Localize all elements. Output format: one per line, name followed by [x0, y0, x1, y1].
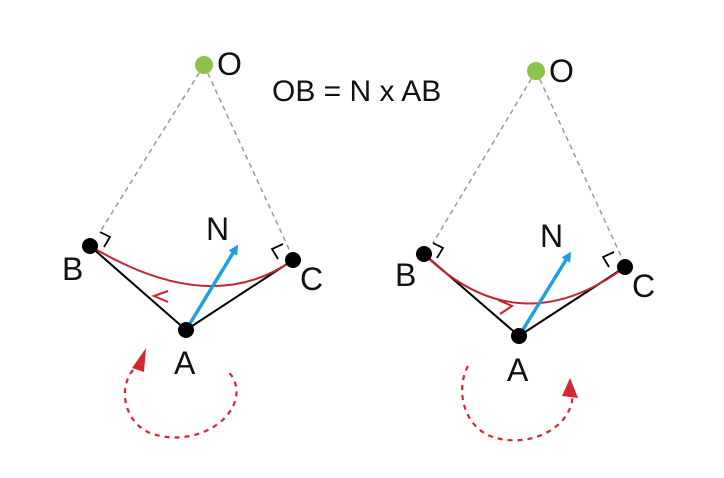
left-label-N: N	[206, 211, 229, 247]
left-label-O: O	[217, 46, 242, 82]
right-right-angle-C	[601, 251, 615, 268]
right-label-O: O	[549, 53, 574, 89]
right-label-A: A	[507, 352, 529, 388]
right-normal-arrow	[517, 251, 572, 337]
right-point-A	[511, 328, 527, 344]
left-arc-arrowhead	[151, 290, 169, 303]
right-arc-path	[424, 254, 625, 305]
right-point-C	[617, 259, 633, 275]
right-label-C: C	[632, 268, 655, 304]
left-guide-OC	[203, 64, 290, 250]
left-normal-arrow	[184, 244, 239, 331]
left-label-C: C	[300, 261, 323, 297]
right-diagram: O B C A N	[395, 53, 655, 442]
right-point-B	[416, 246, 432, 262]
left-label-B: B	[62, 251, 83, 287]
left-segment-AB	[89, 245, 187, 331]
left-point-A	[178, 322, 194, 338]
right-rotation-arrowhead	[562, 378, 578, 398]
right-guide-OC	[535, 70, 622, 257]
left-point-B	[82, 238, 98, 254]
left-point-C	[285, 252, 301, 268]
left-guide-OB	[99, 64, 205, 233]
left-arc-path	[91, 246, 294, 288]
right-arc-arrowhead	[497, 299, 515, 315]
left-rotation-arrow	[123, 369, 238, 439]
formula-text: OB = N x AB	[272, 75, 441, 108]
right-rotation-arrow	[461, 365, 574, 442]
right-guide-OB	[432, 70, 537, 244]
right-label-N: N	[540, 218, 563, 254]
right-point-O	[527, 62, 545, 80]
right-right-angle-B	[432, 242, 445, 259]
left-right-angle-B	[99, 231, 112, 248]
left-label-A: A	[174, 345, 196, 381]
right-label-B: B	[395, 257, 416, 293]
left-rotation-arrowhead	[132, 348, 146, 372]
left-diagram: O B C A N	[62, 46, 323, 439]
left-point-O	[195, 56, 213, 74]
left-right-angle-C	[270, 243, 284, 260]
